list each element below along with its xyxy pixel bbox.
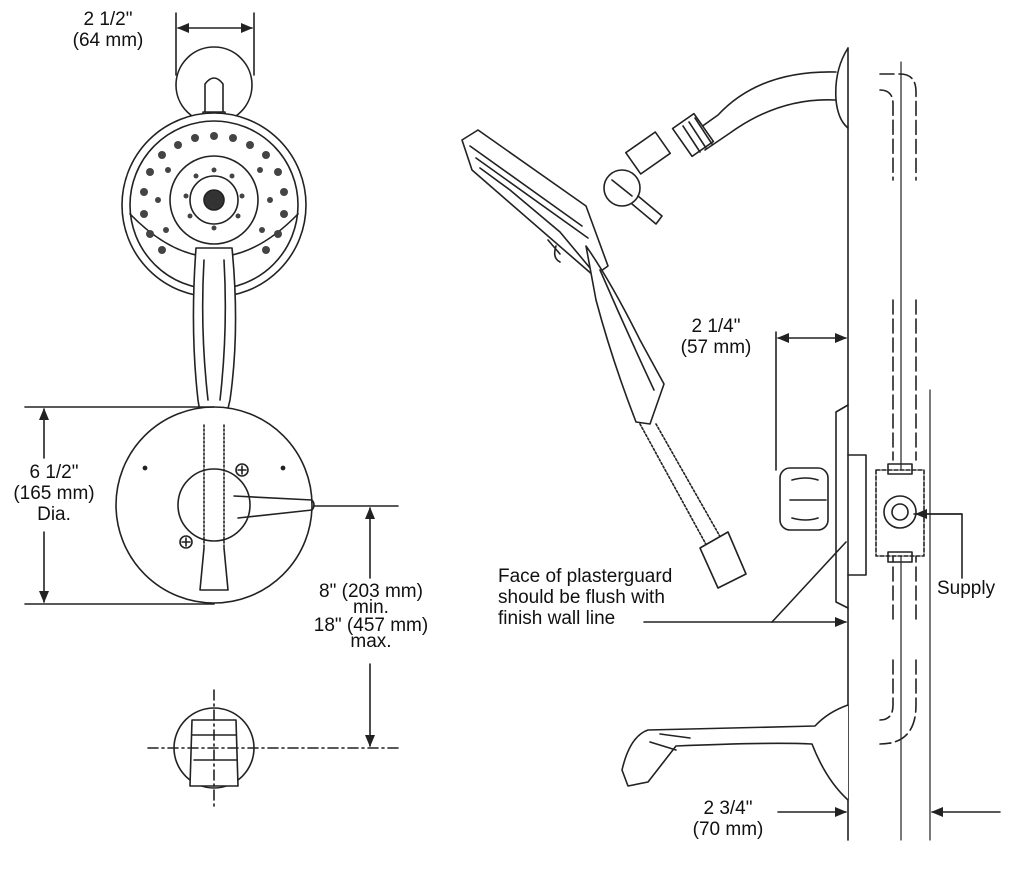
supply-label: Supply [937, 578, 996, 599]
tub-spout-side [621, 704, 849, 801]
shower-arm-side [689, 71, 837, 151]
shower-head [121, 112, 307, 298]
dim-escutcheon-suffix: Dia. [37, 504, 71, 525]
dim-valve-spout-min-value: 8" (203 mm) [319, 581, 423, 602]
plasterguard-note-line2: should be flush with [498, 587, 665, 608]
plasterguard-note-line3: finish wall line [498, 608, 616, 629]
plasterguard-note-line1: Face of plasterguard [498, 566, 673, 587]
dim-valve-projection-label: 2 1/4" (57 mm) [664, 316, 768, 358]
dim-valve-spout-max-word: max. [350, 631, 392, 652]
dim-spout-projection-metric: (70 mm) [692, 819, 764, 840]
hand-shower-handle [192, 247, 237, 426]
dim-valve-spout-label: 8" (203 mm) min. 18" (457 mm) max. [300, 581, 442, 652]
supply-pipes [879, 73, 917, 745]
dim-escutcheon-label: 6 1/2" (165 mm) Dia. [0, 462, 108, 525]
valve-handle-hub [177, 468, 251, 542]
dim-arm-flange-metric: (64 mm) [72, 30, 144, 51]
plasterguard-note: Face of plasterguard should be flush wit… [498, 566, 738, 629]
dim-escutcheon-imperial: 6 1/2" [29, 462, 79, 483]
hose-side [639, 423, 723, 549]
side-view [461, 47, 1001, 841]
hand-shower-side [585, 245, 665, 425]
arm-flange-side [834, 47, 849, 129]
dim-arm-flange-label: 2 1/2" (64 mm) [48, 9, 168, 51]
valve-handle-side [779, 467, 829, 531]
diverter-holder [603, 131, 672, 225]
dim-arm-flange-imperial: 2 1/2" [83, 9, 133, 30]
escutcheon-plate [115, 406, 313, 604]
dim-spout-projection-label: 2 3/4" (70 mm) [680, 798, 776, 840]
dim-valve-spout-min-word: min. [353, 597, 389, 618]
dim-valve-spout-max-value: 18" (457 mm) [313, 615, 429, 636]
dim-valve-projection-metric: (57 mm) [680, 337, 752, 358]
dim-spout-projection-imperial: 2 3/4" [703, 798, 753, 819]
valve-lever [233, 495, 315, 519]
front-view [24, 12, 399, 811]
hose [203, 424, 225, 549]
dim-escutcheon-metric: (165 mm) [13, 483, 95, 504]
valve-plate [835, 404, 849, 609]
tub-spout-front [147, 689, 399, 811]
valve-cartridge [875, 463, 925, 563]
shower-head-side [461, 129, 609, 277]
dim-valve-projection-imperial: 2 1/4" [691, 316, 741, 337]
